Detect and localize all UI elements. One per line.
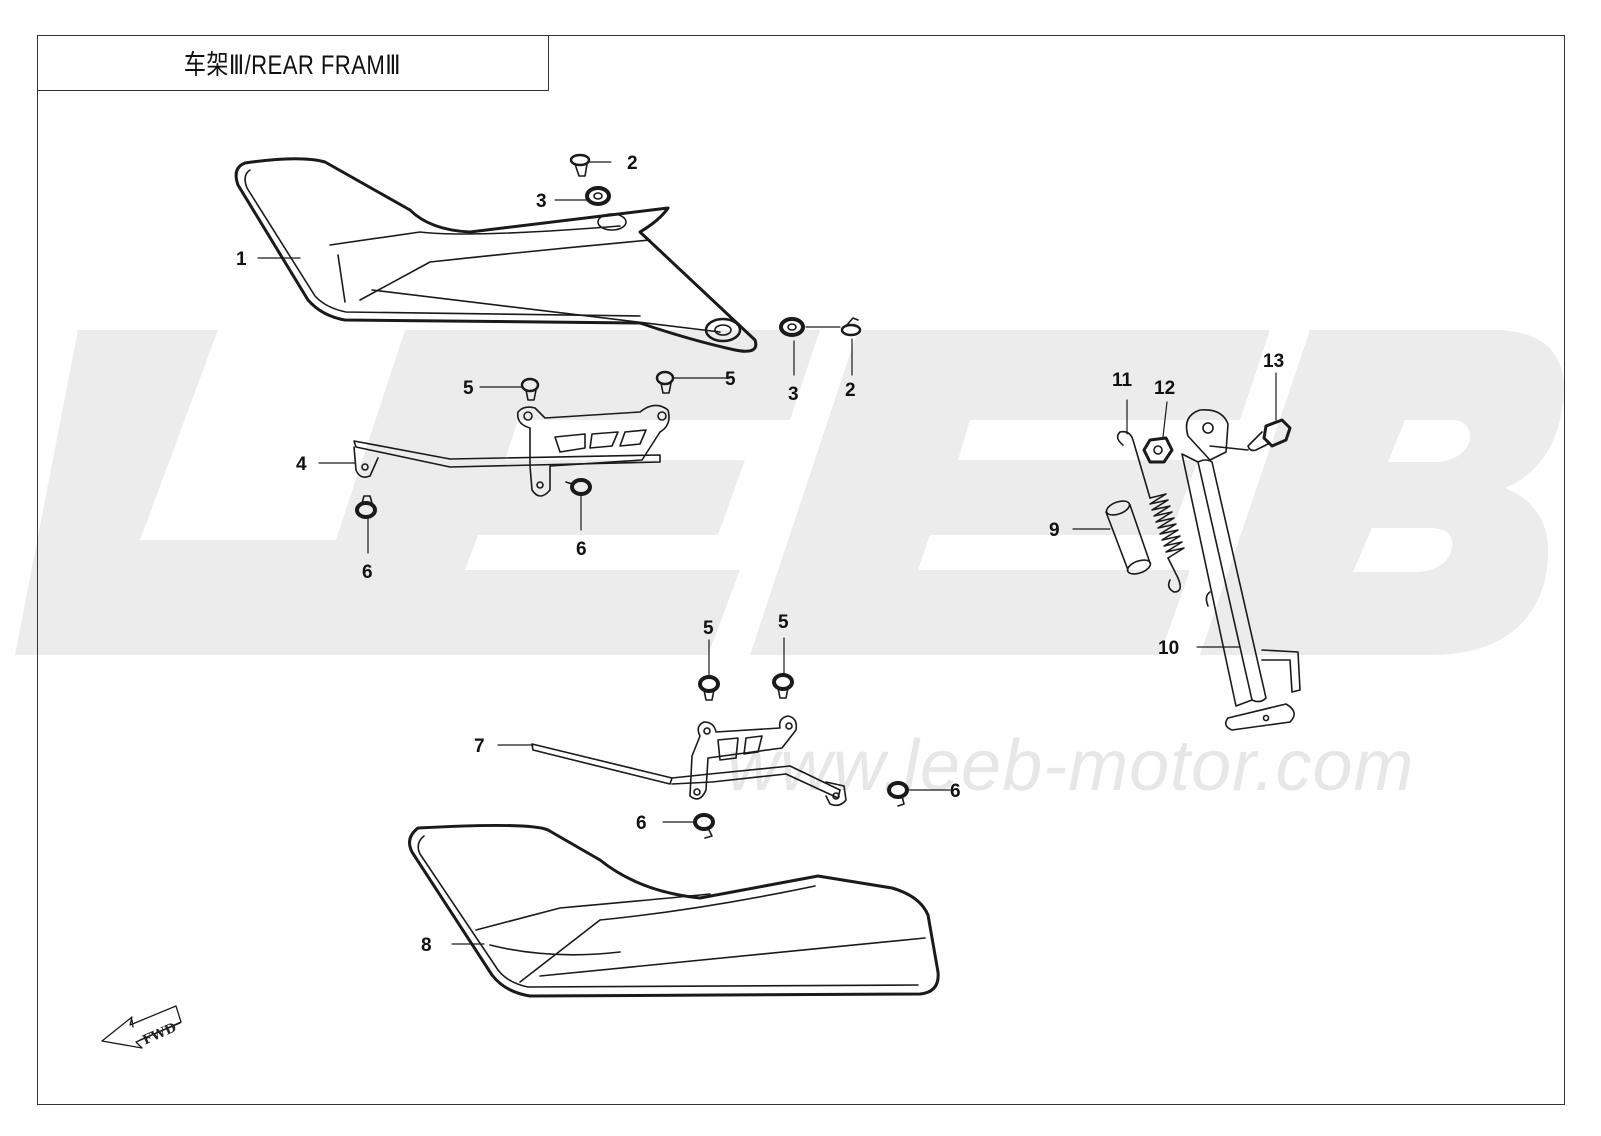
callout-3-rear: 3	[788, 384, 799, 405]
callout-2-rear: 2	[845, 380, 856, 401]
part-3-grommet-upper	[585, 186, 611, 206]
fwd-arrow-icon	[101, 1005, 182, 1049]
callout-6-upper-left: 6	[362, 562, 373, 583]
part-10-side-stand	[1181, 408, 1301, 731]
callout-10: 10	[1158, 638, 1179, 659]
callout-6-lower-left: 6	[636, 813, 647, 834]
callout-11: 11	[1112, 370, 1133, 391]
part-4-bracket-upper	[353, 404, 670, 497]
callout-6-upper-center: 6	[576, 539, 587, 560]
fwd-label: FWD	[141, 1020, 179, 1048]
part-1-side-cover-upper	[234, 157, 758, 353]
part-5-nut-lower-left	[698, 675, 720, 701]
callout-5-upper-left: 5	[463, 378, 474, 399]
callout-5-lower-right: 5	[778, 612, 789, 633]
callout-5-upper-right: 5	[725, 369, 736, 390]
page-title: 车架Ⅲ/REAR FRAMⅢ	[183, 50, 402, 80]
part-5-nut-lower-right	[772, 673, 794, 699]
callout-3-upper: 3	[536, 191, 547, 212]
callout-12: 12	[1154, 378, 1175, 399]
callout-1: 1	[236, 249, 247, 270]
part-5-nut-upper-left	[520, 377, 540, 401]
leader-lines	[257, 161, 1277, 945]
callout-7: 7	[474, 736, 485, 757]
callout-5-lower-left: 5	[703, 618, 714, 639]
part-5-nut-upper-right	[655, 370, 675, 394]
callout-4: 4	[296, 454, 307, 475]
part-9-sleeve	[1105, 500, 1152, 575]
drawing-frame	[37, 35, 1565, 1105]
part-2-bolt-upper	[569, 153, 591, 177]
part-6-bolt-upper-center	[565, 478, 592, 496]
callout-13: 13	[1263, 351, 1284, 372]
part-11-spring	[1116, 430, 1185, 593]
part-3-grommet-rear	[779, 317, 805, 337]
callout-9: 9	[1049, 520, 1060, 541]
callout-6-lower-right: 6	[950, 781, 961, 802]
callout-8: 8	[421, 935, 432, 956]
part-2-bolt-rear	[840, 317, 862, 337]
part-6-bolt-upper-left	[355, 495, 377, 519]
part-6-bolt-lower-right	[887, 781, 909, 807]
part-8-side-cover-lower	[408, 823, 940, 998]
part-12-nut	[1142, 436, 1174, 464]
watermark-url: www.leeb-motor.com	[727, 726, 1415, 806]
callout-2-upper: 2	[627, 153, 638, 174]
part-13-bolt	[1209, 418, 1292, 452]
title-block: 车架Ⅲ/REAR FRAMⅢ	[37, 35, 549, 91]
part-7-bracket-lower	[531, 715, 847, 807]
